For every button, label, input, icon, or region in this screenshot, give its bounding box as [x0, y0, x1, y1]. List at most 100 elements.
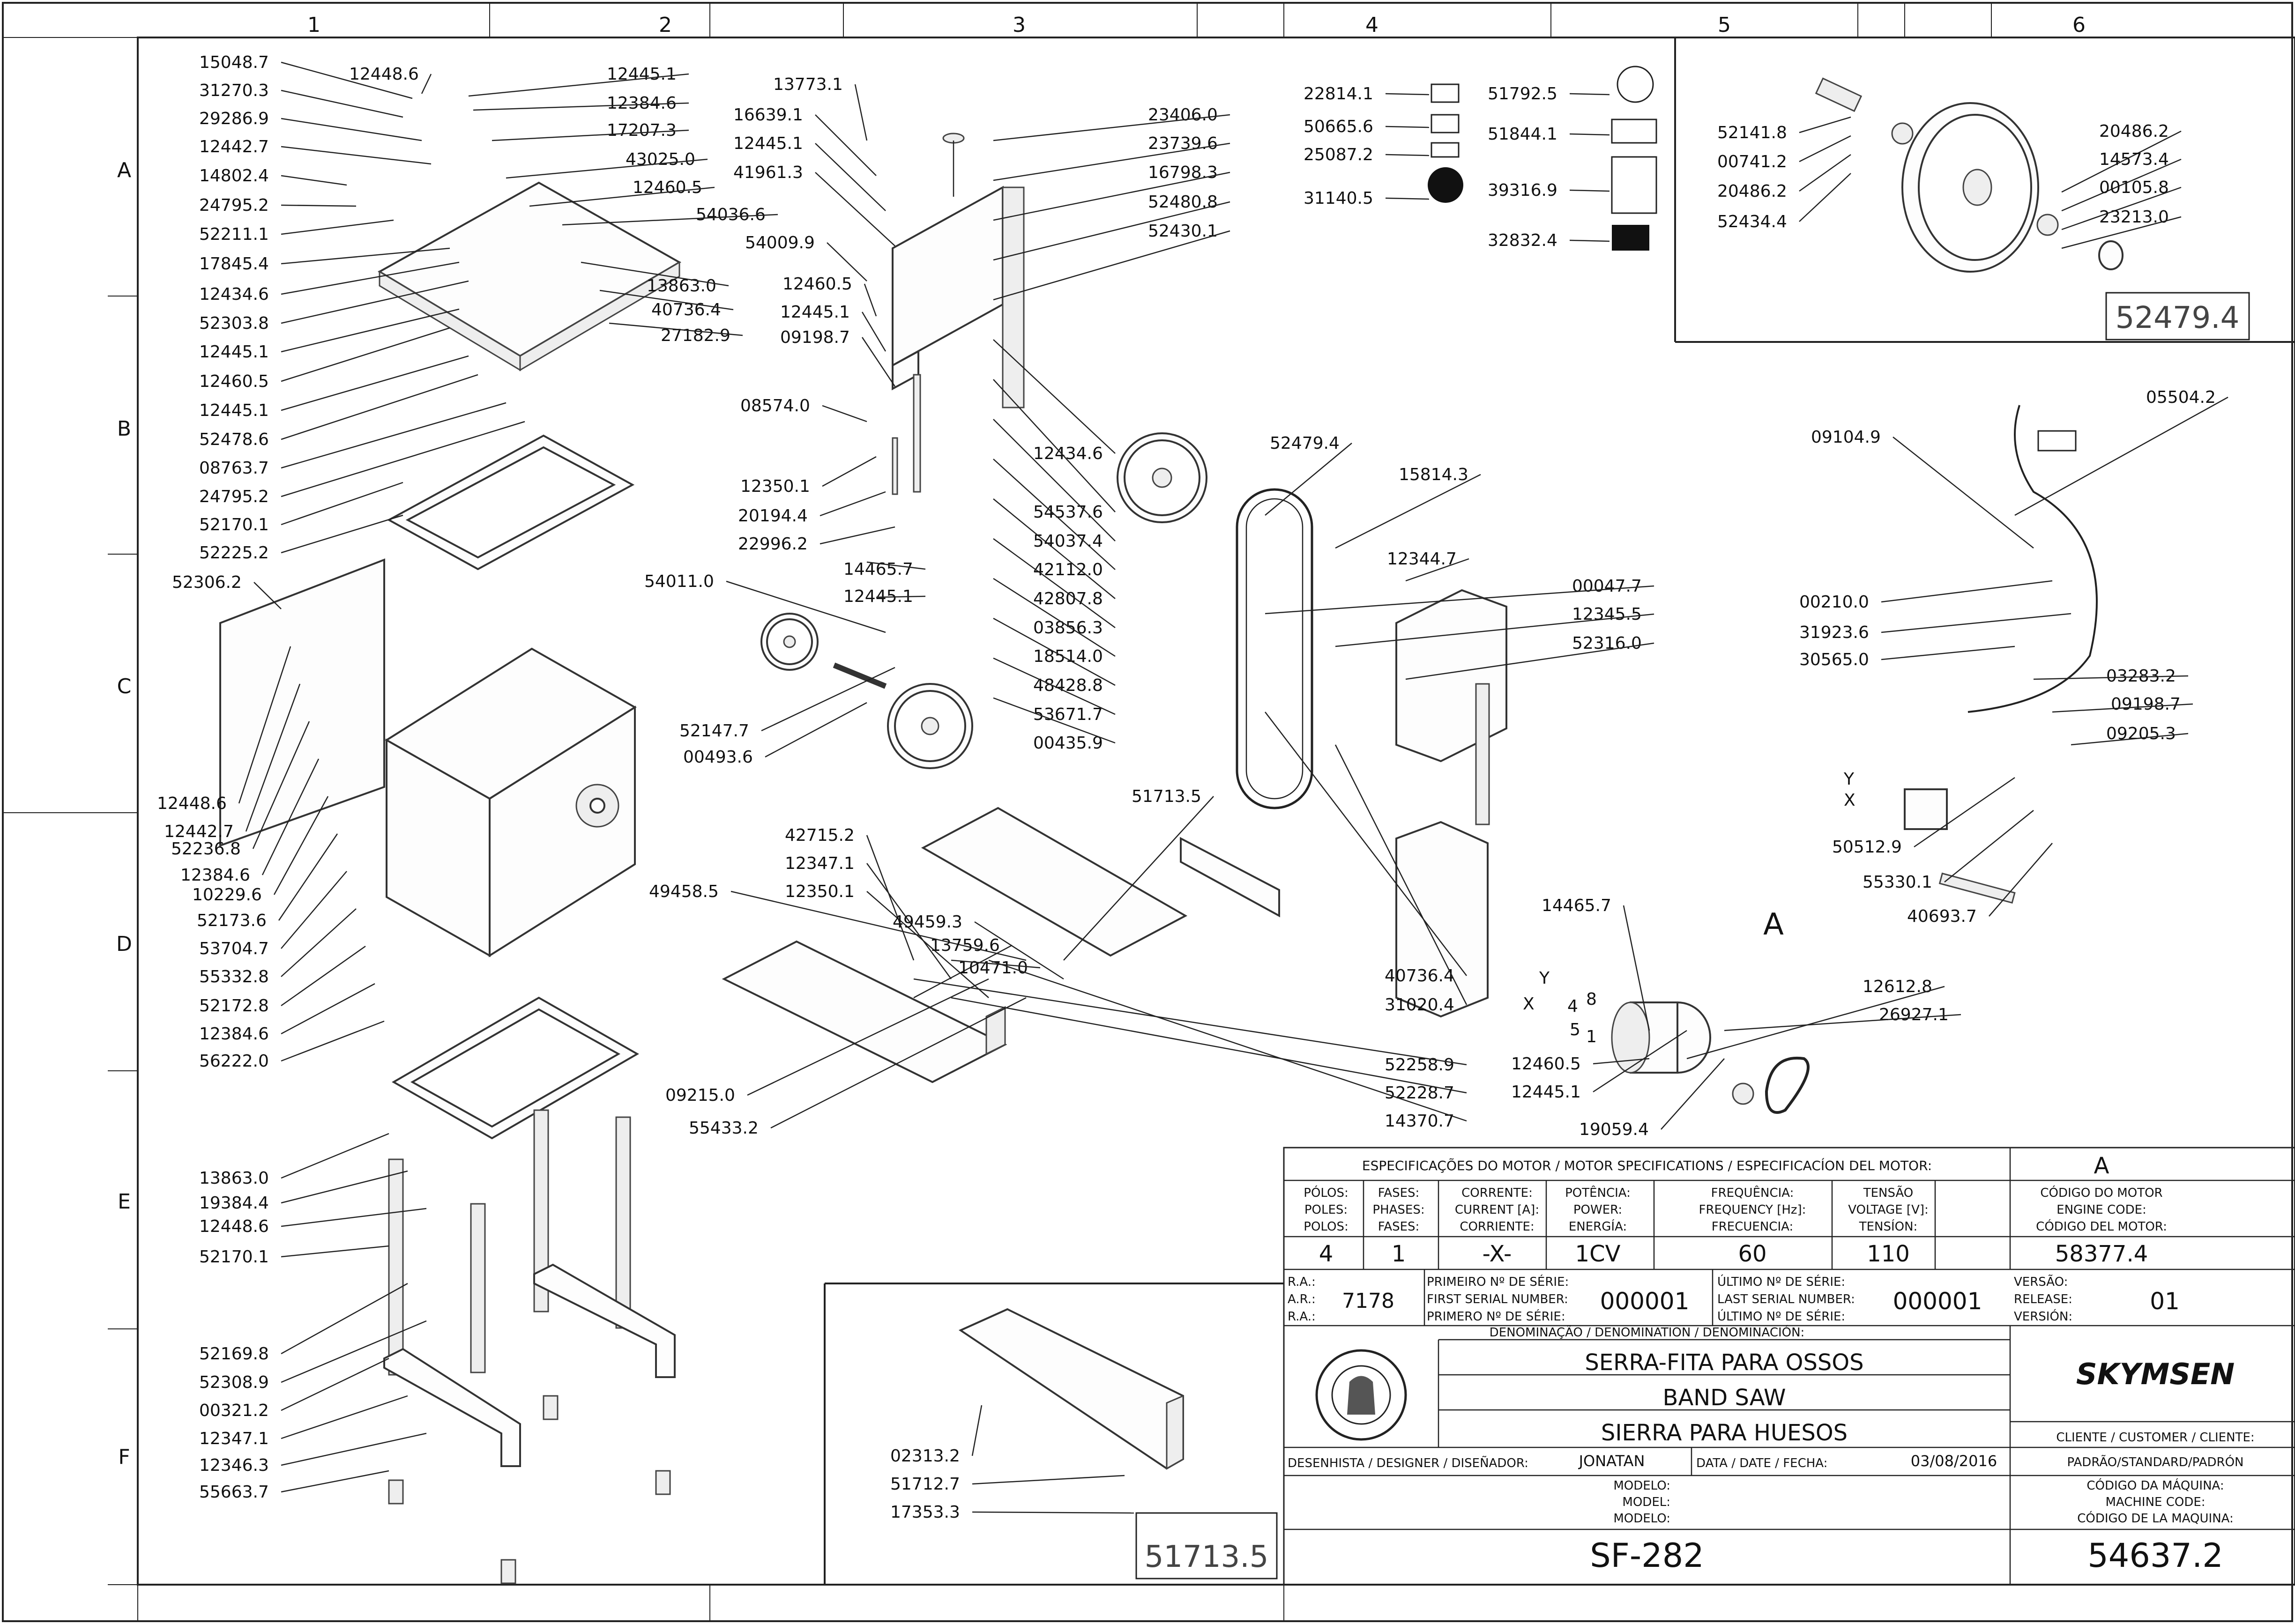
callout-base-3: 52170.1: [199, 1247, 269, 1267]
leader-motor-1: [1686, 986, 1945, 1060]
callout-wheel-4: 20486.2: [2099, 122, 2169, 141]
leader-motor-2: [1724, 1014, 1961, 1031]
callout-left_top-13: 52478.6: [199, 430, 269, 449]
callout-table-0: 42715.2: [785, 826, 855, 845]
motor-ref-letter: A: [1763, 907, 1784, 942]
leader-base-9: [281, 1470, 389, 1493]
customer-value: PADRÃO/STANDARD/PADRÓN: [2067, 1454, 2244, 1469]
callout-col3_left-15: 52147.7: [679, 721, 749, 741]
callout-labels_col4-7: 32832.4: [1488, 231, 1557, 250]
spec-col-6-header-1: ENGINE CODE:: [2057, 1203, 2146, 1217]
leader-motor-4: [1593, 1030, 1687, 1093]
callout-motor-4: 12445.1: [1511, 1083, 1581, 1102]
ra-label-1: R.A.:: [1288, 1275, 1316, 1289]
spec-col-2-header-2: CORRIENTE:: [1460, 1220, 1534, 1234]
leader-electrical-9: [1944, 810, 2034, 882]
callout-left_top-7: 17845.4: [199, 254, 269, 274]
leader-col3_left-10: [820, 491, 886, 517]
grid-row-F: F: [118, 1445, 130, 1469]
spec-col-4-value: 60: [1738, 1241, 1766, 1267]
grid-row-D: D: [116, 932, 132, 956]
leader-mid_left-3: [609, 322, 743, 336]
leader-left_top-6: [281, 219, 394, 235]
leader-motor-5: [1661, 1058, 1725, 1130]
leader-electrical-4: [1881, 645, 2015, 660]
callout-left_top-11: 12460.5: [199, 372, 269, 391]
version-label-1: VERSÃO:: [2014, 1274, 2068, 1289]
leader-left_top-14: [281, 402, 507, 469]
leader-table-10: [913, 978, 1467, 1066]
leader-col3_left-13: [876, 595, 926, 598]
leader-col3_right-13: [993, 657, 1116, 715]
leader-left_top-13: [281, 374, 478, 440]
machine-code-label-1: CÓDIGO DA MÁQUINA:: [2086, 1478, 2224, 1493]
leader-panel-9: [281, 945, 366, 1007]
callout-electrical-3: 31923.6: [1799, 623, 1869, 642]
callout-table-3: 49458.5: [649, 882, 719, 901]
grid-col-3: 3: [1013, 13, 1026, 37]
callout-table-8: 55433.2: [689, 1119, 759, 1138]
leader-panel-0: [253, 582, 282, 609]
wire-label-6: 5: [1570, 1020, 1580, 1039]
callout-left_top-16: 52170.1: [199, 515, 269, 534]
callout-wheel-6: 00105.8: [2099, 178, 2169, 197]
callout-electrical-0: 05504.2: [2146, 388, 2216, 407]
spec-col-6-header-2: CÓDIGO DEL MOTOR:: [2036, 1219, 2167, 1234]
product-name-es: SIERRA PARA HUESOS: [1601, 1420, 1848, 1446]
spec-col-4-header-2: FRECUENCIA:: [1712, 1220, 1793, 1234]
leader-fence-1: [972, 1475, 1125, 1485]
leader-electrical-2: [1881, 580, 2053, 603]
drive-wheel-ref: 52479.4: [2116, 301, 2240, 335]
callout-col3_right-13: 53671.7: [1033, 705, 1103, 724]
leader-table-12: [988, 959, 1467, 1122]
leader-electrical-3: [1881, 613, 2071, 633]
spec-col-0-value: 4: [1319, 1241, 1334, 1267]
callout-col3_right-7: 54037.4: [1033, 532, 1103, 551]
leader-electrical-5: [2033, 675, 2189, 680]
model-label-3: MODELO:: [1613, 1512, 1670, 1526]
spec-col-2-header-1: CURRENT [A]:: [1455, 1203, 1539, 1217]
leader-fence-0: [971, 1405, 983, 1456]
spec-col-5-value: 110: [1867, 1241, 1910, 1267]
spec-col-3-header-0: POTÊNCIA:: [1565, 1185, 1631, 1200]
callout-base-4: 52169.8: [199, 1344, 269, 1364]
motor-assembly: [1611, 1001, 1810, 1114]
leader-electrical-6: [2052, 703, 2193, 713]
first-serial-value: 000001: [1600, 1288, 1690, 1315]
denomination-header: DENOMINAÇÃO / DENOMINATION / DENOMINACIÓ…: [1490, 1325, 1805, 1340]
callout-panel-6: 52173.6: [197, 911, 267, 930]
leader-base-0: [281, 1133, 389, 1179]
callout-panel-9: 52172.8: [199, 996, 269, 1016]
callout-base-7: 12347.1: [199, 1429, 269, 1448]
date-value: 03/08/2016: [1911, 1452, 1997, 1470]
leader-col3_left-16: [765, 702, 867, 758]
callout-electrical-1: 09104.9: [1811, 428, 1881, 447]
callout-electrical-6: 09198.7: [2111, 695, 2181, 714]
callout-mid_left-1: 13863.0: [647, 276, 716, 296]
leader-panel-11: [281, 1020, 385, 1062]
callout-col3_right-11: 18514.0: [1033, 647, 1103, 666]
wire-label-7: 1: [1586, 1027, 1597, 1046]
leader-motor-3: [1593, 1058, 1650, 1065]
customer-header: CLIENTE / CUSTOMER / CLIENTE:: [2056, 1431, 2254, 1445]
callout-blade-7: 31020.4: [1385, 995, 1454, 1015]
safety-labels: [1428, 66, 1657, 251]
callout-col3_left-5: 12460.5: [782, 274, 852, 294]
callout-panel-1: 12448.6: [157, 794, 227, 813]
leader-blade-7: [1334, 744, 1468, 1005]
callout-left_top-5: 24795.2: [199, 196, 269, 215]
ra-label-2: A.R.:: [1288, 1292, 1316, 1306]
leader-left_top-5: [281, 204, 357, 207]
leader-labels_col4-2: [1385, 154, 1430, 156]
last-serial-label-2: LAST SERIAL NUMBER:: [1717, 1292, 1855, 1306]
callout-wheel-0: 52141.8: [1717, 123, 1787, 142]
callout-top_mid-3: 17207.3: [607, 121, 677, 140]
callout-panel-2: 12442.7: [164, 822, 234, 841]
leader-left_top-16: [281, 482, 403, 526]
cabinet-assembly: [219, 181, 681, 1584]
callout-panel-4: 12384.6: [180, 866, 250, 885]
callout-table-11: 52228.7: [1385, 1083, 1454, 1103]
leader-col3_left-4: [827, 242, 867, 282]
leader-col3_left-11: [820, 526, 895, 545]
callout-blade-0: 52479.4: [1270, 434, 1340, 453]
